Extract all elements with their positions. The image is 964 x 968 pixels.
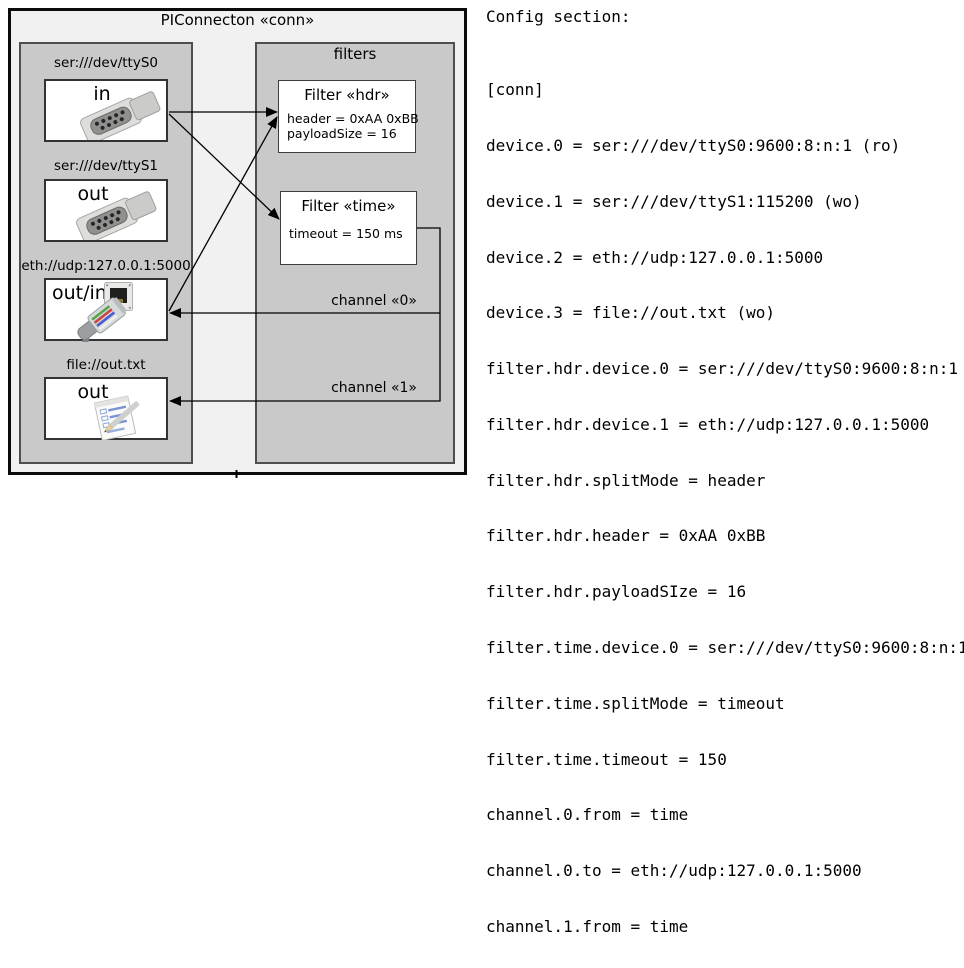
- channel-1-label: channel «1»: [331, 380, 417, 396]
- config-line: device.1 = ser:///dev/ttyS1:115200 (wo): [486, 191, 862, 211]
- device-label-ttyS1: ser:///dev/ttyS1: [54, 158, 158, 174]
- channel-0-label: channel «0»: [331, 293, 417, 309]
- config-line: device.0 = ser:///dev/ttyS0:9600:8:n:1 (…: [486, 135, 901, 155]
- config-line: device.3 = file://out.txt (wo): [486, 303, 775, 323]
- config-line: filter.time.splitMode = timeout: [486, 693, 785, 713]
- device-port-label: out: [77, 381, 109, 403]
- filter-hdr-box: Filter «hdr» header = 0xAA 0xBB payloadS…: [278, 80, 419, 153]
- config-line: filter.time.timeout = 150: [486, 749, 727, 769]
- config-line: filter.time.device.0 = ser:///dev/ttyS0:…: [486, 638, 964, 657]
- filter-hdr-title: Filter «hdr»: [304, 86, 390, 104]
- config-line: device.2 = eth://udp:127.0.0.1:5000: [486, 247, 824, 267]
- config-line: filter.hdr.header = 0xAA 0xBB: [486, 526, 766, 546]
- filter-time-box: Filter «time» timeout = 150 ms: [280, 191, 417, 265]
- serial-connector-icon: [80, 91, 161, 140]
- config-line: filter.hdr.splitMode = header: [486, 470, 766, 490]
- device-box-ttyS0: in: [44, 79, 168, 142]
- diagram-title: PIConnecton «conn»: [160, 11, 315, 29]
- config-heading: Config section:: [486, 7, 631, 26]
- device-label-eth: eth://udp:127.0.0.1:5000: [21, 258, 191, 274]
- device-port-label: in: [93, 83, 111, 105]
- device-box-eth: out/in: [44, 278, 168, 342]
- device-port-label: out: [77, 183, 109, 205]
- device-box-file: out: [44, 377, 168, 440]
- config-line: filter.hdr.payloadSIze = 16: [486, 582, 747, 602]
- config-section: [conn] device.0 = ser:///dev/ttyS0:9600:…: [486, 44, 964, 968]
- filter-time-title: Filter «time»: [301, 197, 396, 215]
- config-line: channel.0.to = eth://udp:127.0.0.1:5000: [486, 861, 862, 881]
- device-label-file: file://out.txt: [66, 357, 146, 373]
- config-line: filter.hdr.device.1 = eth://udp:127.0.0.…: [486, 414, 930, 434]
- config-line: [conn]: [486, 80, 544, 100]
- serial-connector-icon: [76, 191, 157, 240]
- filters-panel-title: filters: [333, 45, 377, 63]
- filter-hdr-attr-payloadsize: payloadSize = 16: [287, 125, 397, 141]
- device-label-ttyS0: ser:///dev/ttyS0: [54, 55, 158, 71]
- device-box-ttyS1: out: [44, 179, 168, 242]
- filter-hdr-attr-header: header = 0xAA 0xBB: [287, 111, 419, 126]
- config-line: channel.1.from = time: [486, 916, 689, 936]
- ethernet-connector-icon: [77, 297, 127, 342]
- filter-time-attr-timeout: timeout = 150 ms: [289, 226, 403, 241]
- config-line: channel.0.from = time: [486, 805, 689, 825]
- device-port-label: out/in: [52, 282, 107, 304]
- file-note-icon: [93, 395, 140, 440]
- config-line: filter.hdr.device.0 = ser:///dev/ttyS0:9…: [486, 359, 959, 379]
